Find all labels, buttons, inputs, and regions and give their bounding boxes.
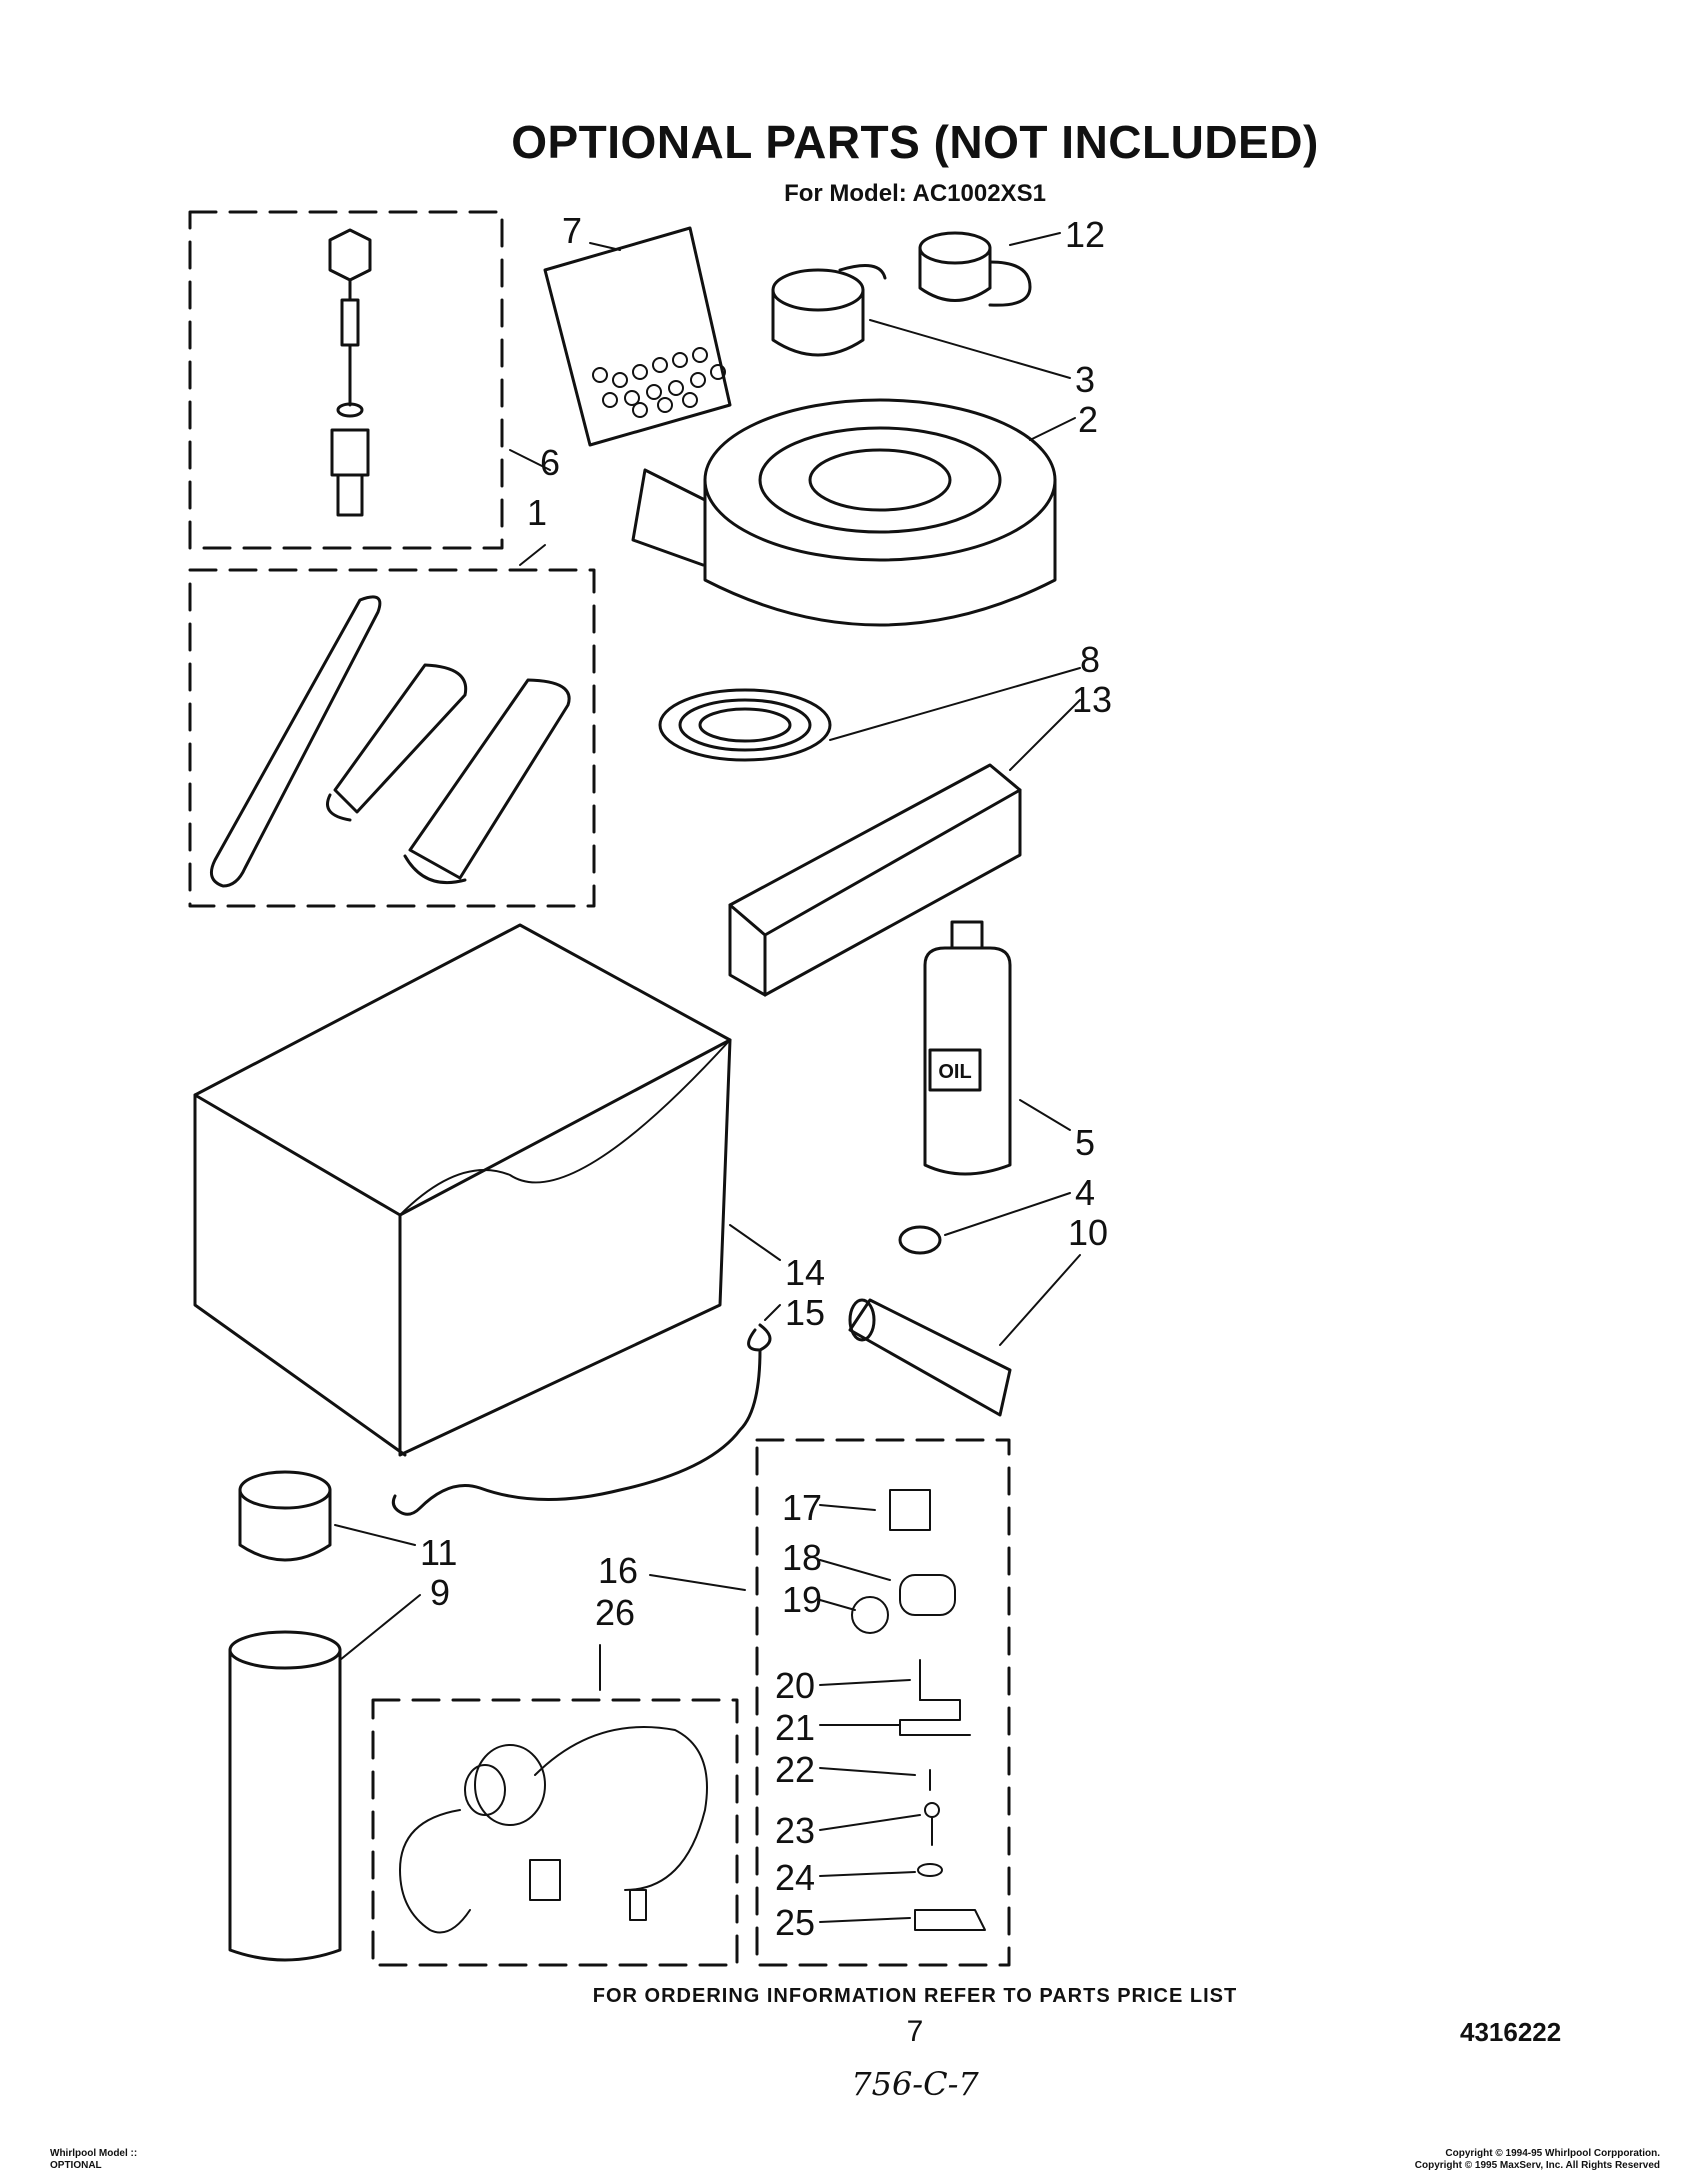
callout-8: 8: [1080, 639, 1100, 680]
footer-left: Whirlpool Model :: OPTIONAL: [50, 2148, 137, 2172]
copyright-line-1: Copyright © 1994-95 Whirlpool Corpporati…: [1445, 2148, 1660, 2159]
callout-9: 9: [430, 1572, 450, 1613]
handwritten-note: 756-C-7: [851, 2065, 979, 2103]
tape-roll-12: [918, 231, 1032, 307]
callout-21: 21: [775, 1707, 815, 1748]
spray-can-9: [228, 1630, 342, 1962]
callout-5: 5: [1075, 1122, 1095, 1163]
callout-14: 14: [785, 1252, 825, 1293]
callout-17: 17: [782, 1487, 822, 1528]
kit-box-26: [371, 1698, 739, 1967]
tubes: [209, 595, 571, 888]
callout-1: 1: [527, 492, 547, 533]
callout-23: 23: [775, 1810, 815, 1851]
small-parts: [851, 1489, 986, 1931]
kit-box-1: [188, 568, 596, 908]
callout-19: 19: [782, 1579, 822, 1620]
callout-4: 4: [1075, 1172, 1095, 1213]
oil-bottle-5: OIL: [923, 920, 1012, 1176]
callout-6: 6: [540, 442, 560, 483]
valve-assembly: [328, 228, 372, 517]
callout-22: 22: [775, 1749, 815, 1790]
page-number: 7: [906, 2015, 924, 2048]
footer-left-line-1: Whirlpool Model ::: [50, 2148, 138, 2159]
cover-14: [193, 923, 732, 1457]
leader-lines: [334, 232, 1081, 1923]
callout-2: 2: [1078, 399, 1098, 440]
document-number: 4316222: [1460, 2017, 1562, 2047]
callout-12: 12: [1065, 214, 1105, 255]
jar-11: [238, 1470, 332, 1562]
footer-left-line-2: OPTIONAL: [50, 2160, 102, 2171]
kit-box-16: [755, 1438, 1011, 1967]
oil-label: OIL: [938, 1061, 971, 1083]
page-title: OPTIONAL PARTS (NOT INCLUDED): [511, 116, 1319, 168]
callout-16: 16: [598, 1550, 638, 1591]
ordering-note: FOR ORDERING INFORMATION REFER TO PARTS …: [592, 1985, 1238, 2007]
model-subtitle: For Model: AC1002XS1: [784, 180, 1046, 207]
wiring-kit-26: [399, 1726, 708, 1934]
callout-3: 3: [1075, 359, 1095, 400]
callout-18: 18: [782, 1537, 822, 1578]
cord-coil-8: [658, 688, 832, 762]
kit-box-6: [188, 210, 504, 550]
hook-cord-15: [391, 1323, 772, 1516]
callout-7: 7: [562, 210, 582, 251]
callout-25: 25: [775, 1902, 815, 1943]
callout-24: 24: [775, 1857, 815, 1898]
callout-10: 10: [1068, 1212, 1108, 1253]
callout-13: 13: [1072, 679, 1112, 720]
callout-numbers: 6 1 7 12 3 2 8 13 5 4 10 14 15 11 9 16 2…: [420, 210, 1112, 1943]
foam-block-13: [728, 763, 1022, 997]
callout-20: 20: [775, 1665, 815, 1706]
copyright-line-2: Copyright © 1995 MaxServ, Inc. All Right…: [1414, 2160, 1660, 2171]
callout-11: 11: [420, 1532, 457, 1573]
callout-15: 15: [785, 1292, 825, 1333]
callout-26: 26: [595, 1592, 635, 1633]
tube-10: [848, 1298, 1012, 1417]
foam-roll-2: [631, 398, 1057, 627]
footer-right: Copyright © 1994-95 Whirlpool Corpporati…: [1415, 2148, 1660, 2172]
tape-roll-3: [771, 264, 887, 357]
grommet-4: [898, 1225, 942, 1255]
hardware-bag: [543, 226, 732, 447]
